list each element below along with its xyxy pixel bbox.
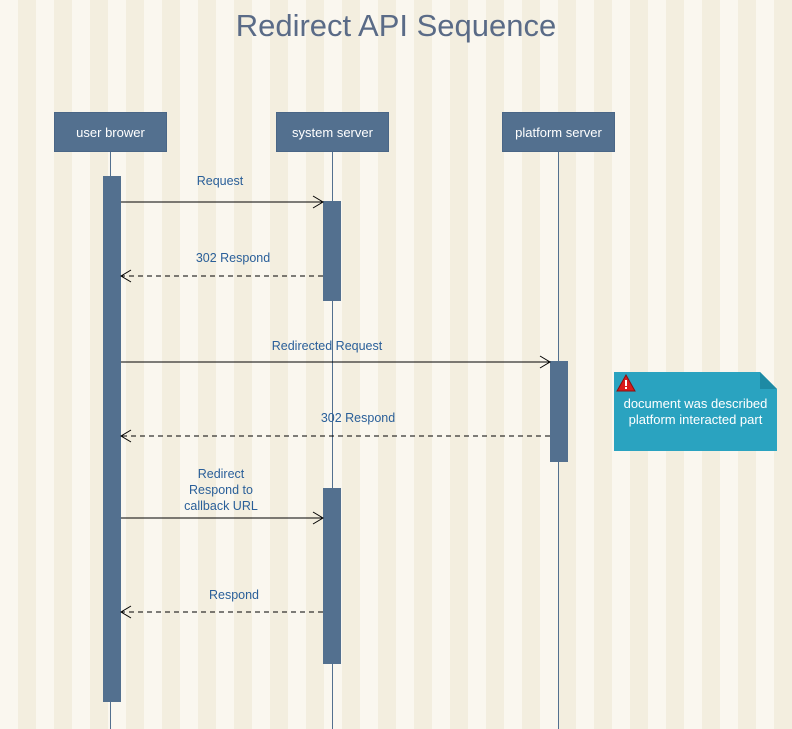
message-request-arrow [121, 195, 324, 209]
participant-user-brower[interactable]: user brower [54, 112, 167, 152]
participant-label: system server [292, 124, 373, 140]
message-label: Request [196, 174, 244, 188]
activation-system-server-1[interactable] [323, 201, 341, 301]
note-line: document was described [623, 396, 768, 411]
lifeline-system-server [332, 152, 333, 729]
note-line: platform interacted part [628, 412, 763, 427]
message-redirected-request-arrow [121, 355, 551, 369]
message-label-multiline: Redirect Respond to callback URL [141, 466, 301, 514]
warning-icon [616, 374, 636, 392]
activation-platform-server[interactable] [550, 361, 568, 462]
message-redirect-callback-arrow [121, 511, 324, 525]
activation-system-server-2[interactable] [323, 488, 341, 664]
message-label-line: Redirect [197, 467, 245, 481]
note-shape [614, 372, 777, 451]
message-label: 302 Respond [195, 251, 271, 265]
message-label-line: callback URL [184, 499, 258, 513]
note-box[interactable]: document was described platform interact… [614, 372, 777, 451]
participant-label: user brower [76, 124, 145, 140]
participant-label: platform server [515, 124, 602, 140]
message-label-line: Respond to [189, 483, 253, 497]
activation-user-brower[interactable] [103, 176, 121, 702]
participant-system-server[interactable]: system server [276, 112, 389, 152]
participant-platform-server[interactable]: platform server [502, 112, 615, 152]
note-text: document was described platform interact… [614, 396, 777, 428]
message-label: Redirected Request [271, 339, 383, 353]
diagram-title: Redirect API Sequence [235, 8, 557, 43]
message-label: 302 Respond [320, 411, 396, 425]
message-label: Respond [208, 588, 260, 602]
